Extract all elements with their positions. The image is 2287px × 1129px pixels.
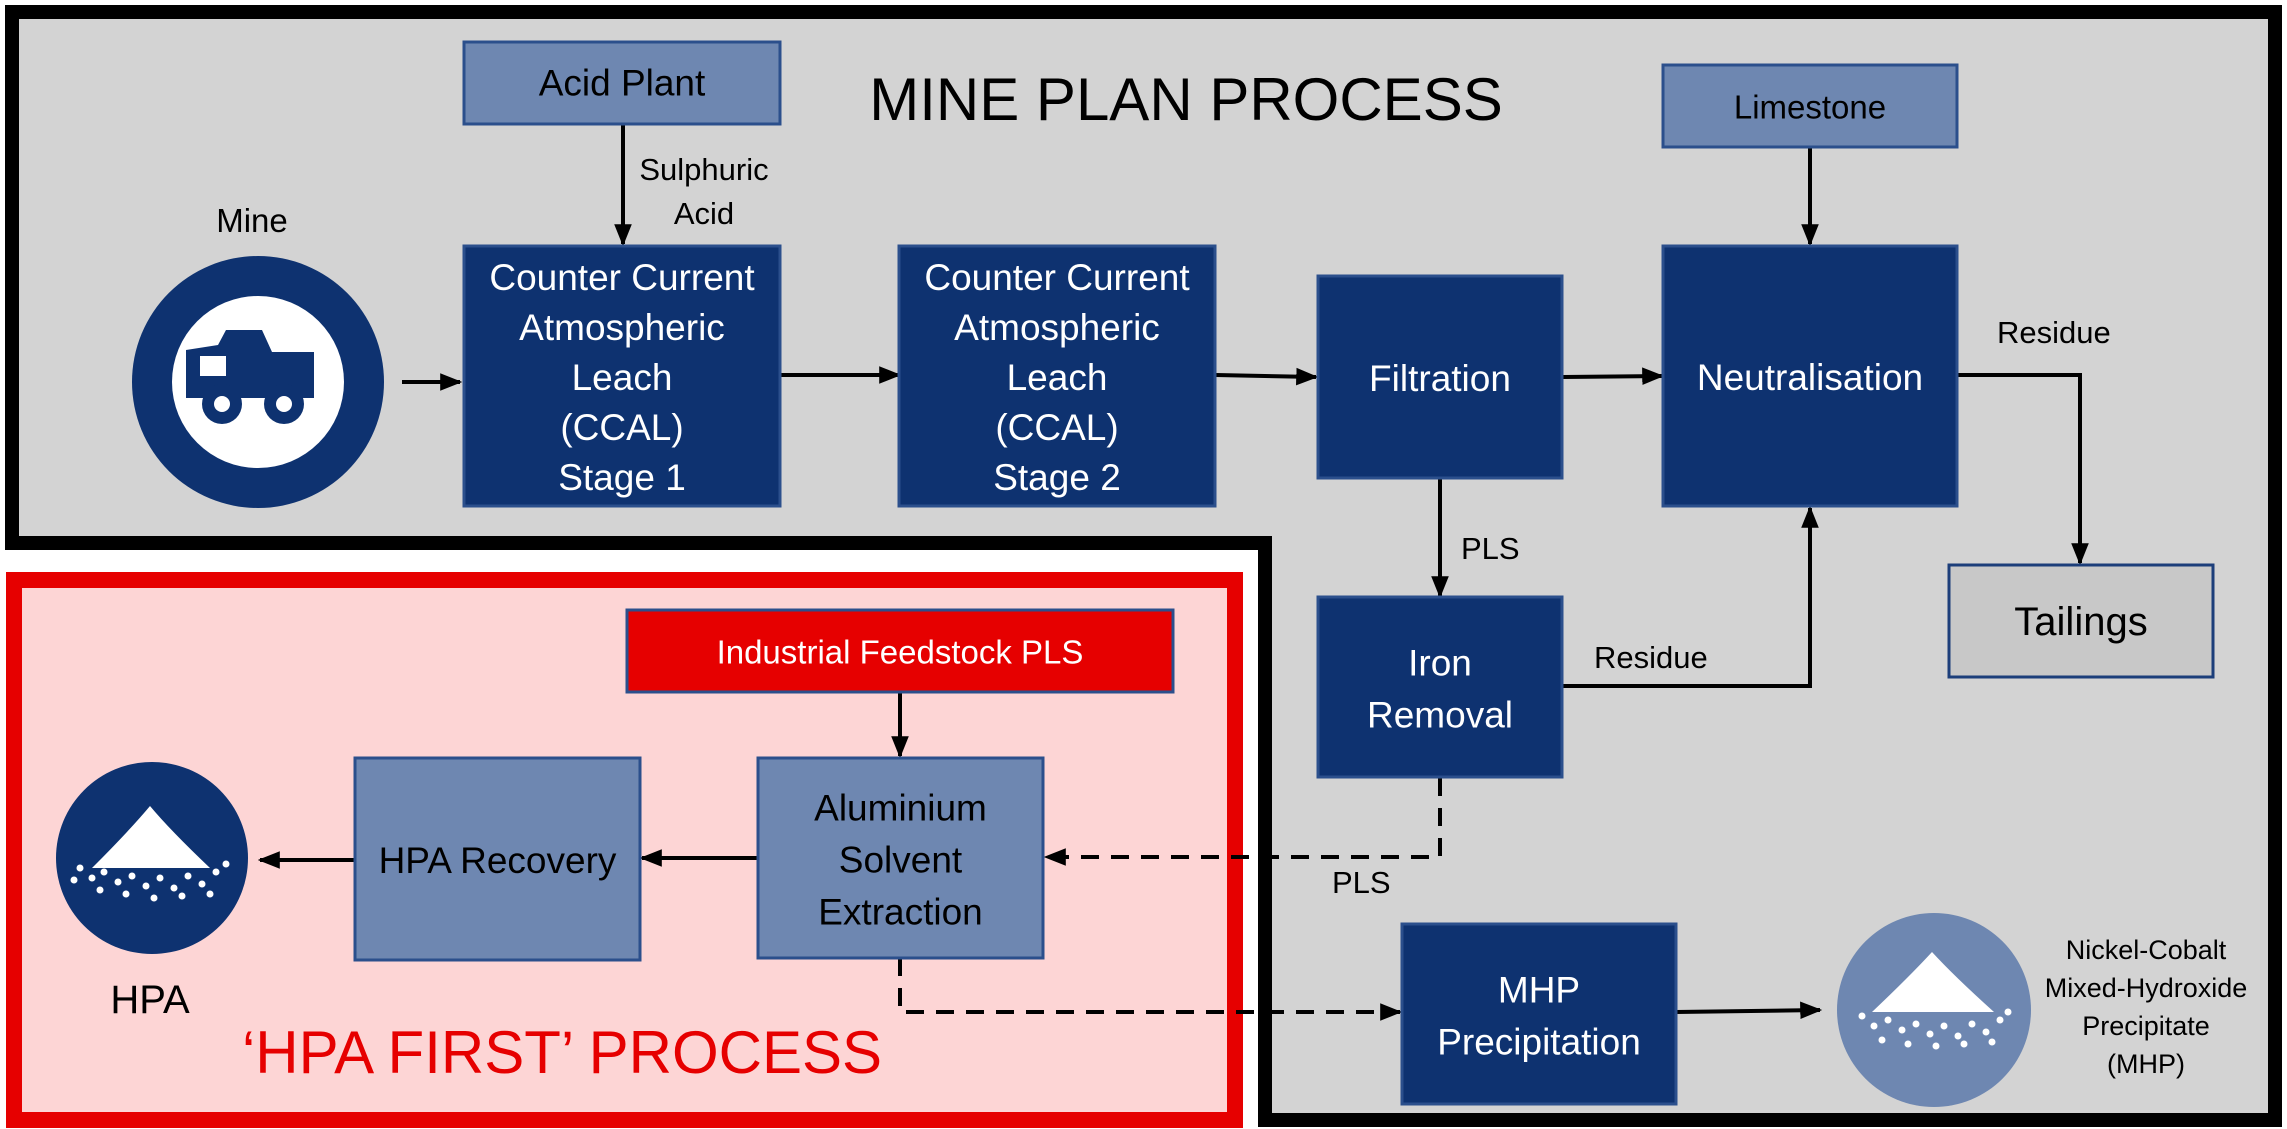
arrow-neutral-to-tailings — [1958, 373, 2089, 566]
tailings-box-line: Tailings — [2014, 600, 2147, 644]
hpa-recovery-box-line: HPA Recovery — [379, 840, 617, 881]
tailings-box: Tailings — [1947, 563, 2215, 679]
acid-plant-box: Acid Plant — [462, 40, 782, 126]
powder-pile-icon — [1858, 952, 2012, 1050]
limestone-box: Limestone — [1661, 63, 1959, 149]
pls-label-dashed: PLS — [1332, 865, 1391, 900]
mhp-product-line: Precipitate — [2082, 1011, 2210, 1041]
ccal-stage2-box-line: Atmospheric — [954, 307, 1160, 348]
ccal-stage2-box-line: Stage 2 — [993, 457, 1121, 498]
residue-label-iron: Residue — [1594, 640, 1708, 675]
mhp-precipitation-box: MHP Precipitation — [1400, 922, 1678, 1106]
arrow-iron-to-neutral — [1563, 505, 1819, 688]
ccal-stage2-box-line: Leach — [1007, 357, 1108, 398]
arrow-filtration-to-neutral — [1562, 367, 1665, 385]
mhp-product-line: (MHP) — [2107, 1049, 2185, 1079]
dashed-alsx-to-mhp — [898, 958, 1403, 1021]
iron-removal-box-line: Iron — [1408, 643, 1472, 684]
sulphuric-acid-line: Acid — [674, 196, 734, 231]
mhp-product-line: Nickel-Cobalt — [2066, 935, 2227, 965]
dashed-iron-to-alsx — [1043, 778, 1442, 866]
ccal-stage1-box-line: Leach — [572, 357, 673, 398]
ccal-stage1-box-line: Counter Current — [489, 257, 755, 298]
filtration-box: Filtration — [1316, 274, 1564, 480]
sulphuric-acid-line: Sulphuric — [639, 152, 768, 187]
hpa-product-node — [56, 762, 248, 954]
arrow-ccal2-to-filtration — [1215, 367, 1319, 386]
ccal-stage1-box-line: Atmospheric — [519, 307, 725, 348]
mhp-product-line: Mixed-Hydroxide — [2045, 973, 2248, 1003]
mine-node — [132, 256, 384, 508]
ccal-stage2-box-line: (CCAL) — [995, 407, 1118, 448]
dashed-connectors — [898, 778, 1442, 1021]
dump-truck-icon — [186, 330, 314, 424]
neutralisation-box-line: Neutralisation — [1697, 357, 1923, 398]
neutralisation-box: Neutralisation — [1661, 244, 1959, 508]
hpa-recovery-box: HPA Recovery — [353, 756, 642, 962]
powder-pile-icon — [70, 806, 230, 902]
pls-label-filtration: PLS — [1461, 531, 1520, 566]
iron-removal-box-line: Removal — [1367, 695, 1513, 736]
industrial-feedstock-box: Industrial Feedstock PLS — [625, 608, 1175, 694]
ccal-stage1-box-line: (CCAL) — [560, 407, 683, 448]
ccal-stage2-box-line: Counter Current — [924, 257, 1190, 298]
ccal-stage1-box-line: Stage 1 — [558, 457, 686, 498]
aluminium-sx-box-line: Solvent — [839, 840, 963, 881]
residue-label-neutral: Residue — [1997, 315, 2111, 350]
hpa-first-title: ‘HPA FIRST’ PROCESS — [242, 1019, 882, 1086]
connectors — [257, 124, 2089, 1020]
mhp-product-node — [1837, 913, 2031, 1107]
aluminium-sx-box-line: Aluminium — [814, 788, 987, 829]
aluminium-sx-box-line: Extraction — [818, 892, 983, 933]
mhp-precipitation-box-line: Precipitation — [1437, 1022, 1641, 1063]
filtration-box-line: Filtration — [1369, 358, 1511, 399]
mine-label: Mine — [216, 202, 288, 239]
industrial-feedstock-box-line: Industrial Feedstock PLS — [717, 633, 1084, 670]
mhp-precipitation-box-line: MHP — [1498, 970, 1580, 1011]
mine-plan-title: MINE PLAN PROCESS — [869, 66, 1503, 133]
limestone-box-line: Limestone — [1734, 88, 1886, 125]
hpa-product-label: HPA — [110, 978, 190, 1022]
acid-plant-box-line: Acid Plant — [539, 62, 706, 103]
arrow-mhp-to-product — [1675, 1001, 1823, 1020]
